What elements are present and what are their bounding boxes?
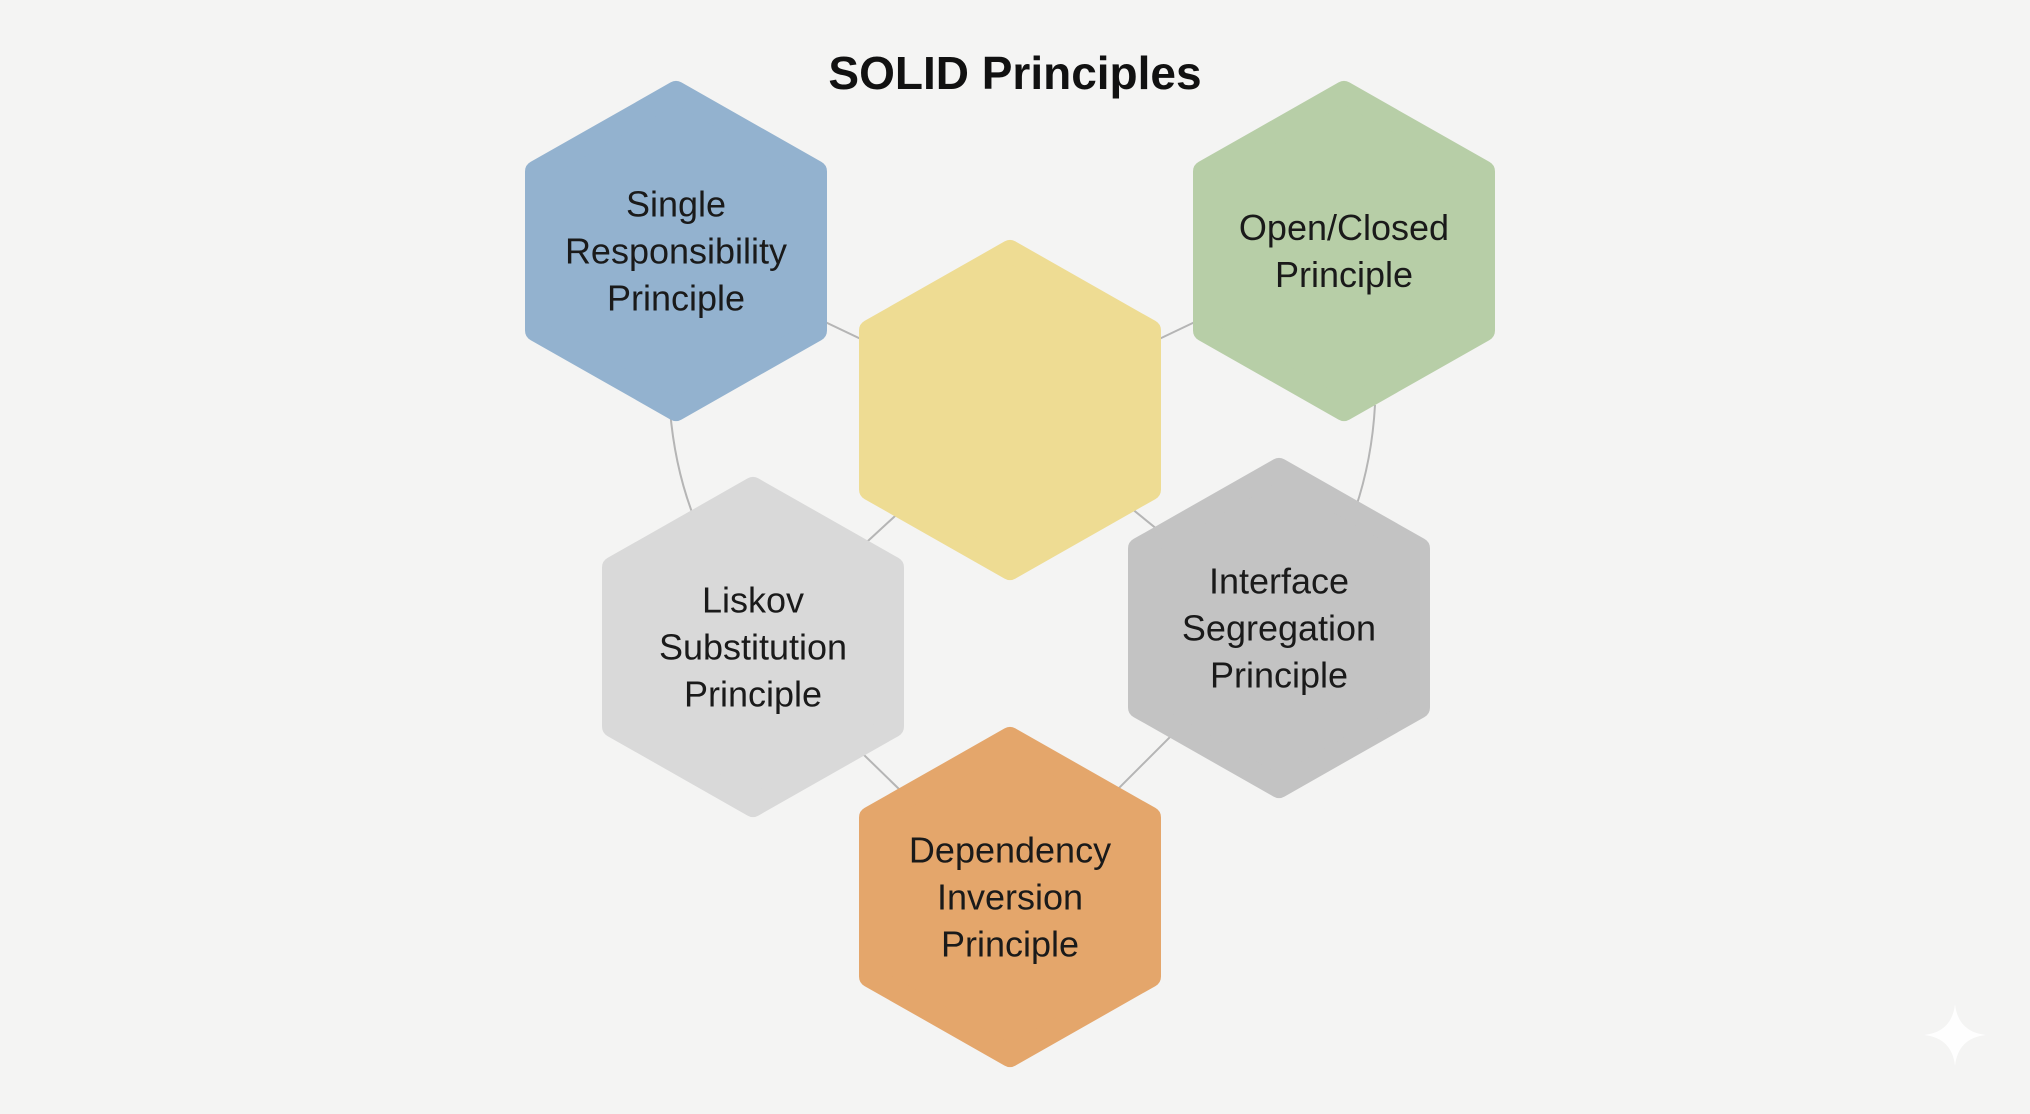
hexagon-ocp	[1193, 81, 1495, 421]
label-line: Principle	[606, 277, 746, 319]
connector-ocp-isp	[1354, 404, 1376, 511]
label-line: Dependency	[908, 829, 1112, 871]
label-line: Principle	[940, 923, 1080, 965]
hexagon-center	[859, 240, 1161, 580]
label-line: Segregation	[1181, 607, 1377, 649]
connector-srp-lsp	[669, 409, 696, 521]
label-line: Substitution	[658, 626, 848, 668]
hexagons	[525, 81, 1495, 1067]
label-line: Interface	[1208, 560, 1350, 602]
label-line: Liskov	[701, 579, 805, 621]
hexagon-srp	[525, 81, 827, 421]
label-line: Principle	[1209, 654, 1349, 696]
label-line: Principle	[1274, 254, 1414, 295]
label-line: Principle	[683, 673, 823, 715]
hexagon-lsp	[602, 477, 904, 817]
label-line: Responsibility	[564, 230, 788, 272]
label-line: Single	[625, 183, 727, 225]
sparkle-icon	[1924, 1004, 1986, 1066]
label-line: Inversion	[936, 876, 1084, 918]
hexagon-isp	[1128, 458, 1430, 798]
label-line: Open/Closed	[1238, 207, 1450, 248]
diagram-title: SOLID Principles	[828, 47, 1202, 99]
hexagon-dip	[859, 727, 1161, 1067]
